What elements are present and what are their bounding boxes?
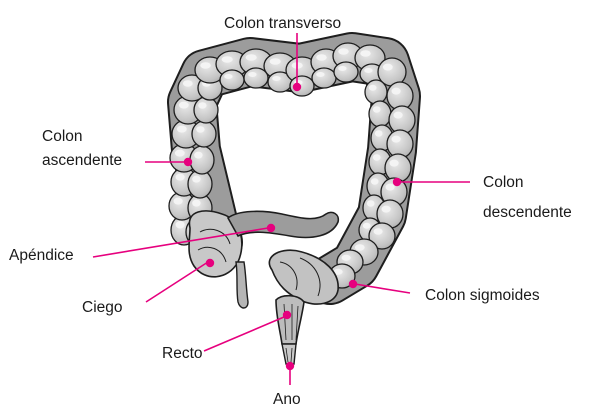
label-recto: Recto — [162, 345, 203, 362]
haustrum-highlight — [392, 88, 401, 95]
haustrum-highlight — [196, 126, 204, 133]
haustrum-highlight — [272, 76, 280, 81]
haustrum-highlight — [222, 56, 233, 63]
haustrum-highlight — [374, 228, 383, 235]
haustrum-highlight — [200, 62, 211, 69]
dot-colon-transverso — [293, 83, 301, 91]
haustrum — [194, 97, 218, 123]
haustrum-highlight — [386, 184, 395, 191]
ileum — [228, 211, 338, 237]
haustrum-highlight — [316, 72, 324, 77]
label-colon-descendente-line2: descendente — [483, 204, 572, 221]
haustrum — [312, 68, 336, 88]
haustrum-highlight — [338, 48, 349, 55]
haustrum-highlight — [316, 54, 327, 61]
haustrum-highlight — [373, 106, 381, 113]
label-colon-sigmoides: Colon sigmoides — [425, 287, 540, 304]
haustrum-highlight — [224, 74, 232, 79]
haustrum-highlight — [198, 102, 206, 109]
haustrum — [334, 62, 358, 82]
haustrum — [385, 154, 411, 182]
haustrum — [190, 146, 214, 174]
leader-recto — [204, 317, 284, 351]
haustrum-highlight — [392, 136, 401, 143]
rectum — [276, 296, 304, 344]
label-ano: Ano — [273, 391, 301, 408]
haustrum-highlight — [183, 80, 193, 87]
appendix — [236, 262, 248, 308]
label-colon-descendente-line1: Colon — [483, 174, 524, 191]
haustrum-highlight — [375, 130, 383, 137]
haustrum — [369, 101, 391, 127]
haustrum-highlight — [177, 126, 187, 133]
label-ciego: Ciego — [82, 299, 123, 316]
haustrum — [220, 70, 244, 90]
haustrum-highlight — [176, 221, 185, 229]
haustrum-highlight — [355, 244, 365, 251]
dot-colon-sigmoides — [349, 280, 357, 288]
label-colon-ascendente-line1: Colon — [42, 128, 83, 145]
dot-ciego — [206, 259, 214, 267]
haustrum-highlight — [390, 160, 399, 167]
haustrum-highlight — [192, 200, 200, 207]
leader-ciego — [146, 262, 208, 302]
label-colon-ascendente-line2: ascendente — [42, 152, 122, 169]
haustrum-highlight — [371, 178, 379, 185]
dot-recto — [283, 311, 291, 319]
haustrum-highlight — [192, 176, 200, 183]
label-colon-transverso: Colon transverso — [224, 15, 341, 32]
haustrum-highlight — [369, 85, 377, 91]
haustrum-highlight — [394, 112, 403, 119]
anal-canal — [282, 344, 296, 364]
haustrum-highlight — [363, 223, 371, 229]
dot-ano — [286, 362, 294, 370]
haustrum-highlight — [373, 154, 381, 161]
haustrum-highlight — [175, 150, 185, 157]
haustrum-highlight — [360, 50, 371, 57]
haustrum — [192, 121, 216, 147]
haustrum-highlight — [364, 68, 372, 73]
haustrum-highlight — [194, 152, 202, 159]
dot-colon-descendente — [393, 178, 401, 186]
haustrum-highlight — [176, 174, 185, 181]
haustrum-highlight — [174, 198, 183, 205]
haustrum-highlight — [338, 66, 346, 71]
haustrum-highlight — [342, 255, 351, 261]
dot-apendice — [267, 224, 275, 232]
haustrum-highlight — [246, 54, 257, 61]
haustrum-highlight — [367, 200, 375, 207]
dot-colon-ascendente — [184, 158, 192, 166]
haustrum — [365, 80, 387, 104]
label-apendice: Apéndice — [9, 247, 74, 264]
haustrum-highlight — [248, 72, 256, 77]
haustrum-highlight — [382, 206, 391, 213]
haustrum-highlight — [179, 102, 189, 109]
haustrum-highlight — [270, 58, 281, 64]
haustrum — [244, 68, 268, 88]
haustrum-highlight — [383, 64, 393, 71]
